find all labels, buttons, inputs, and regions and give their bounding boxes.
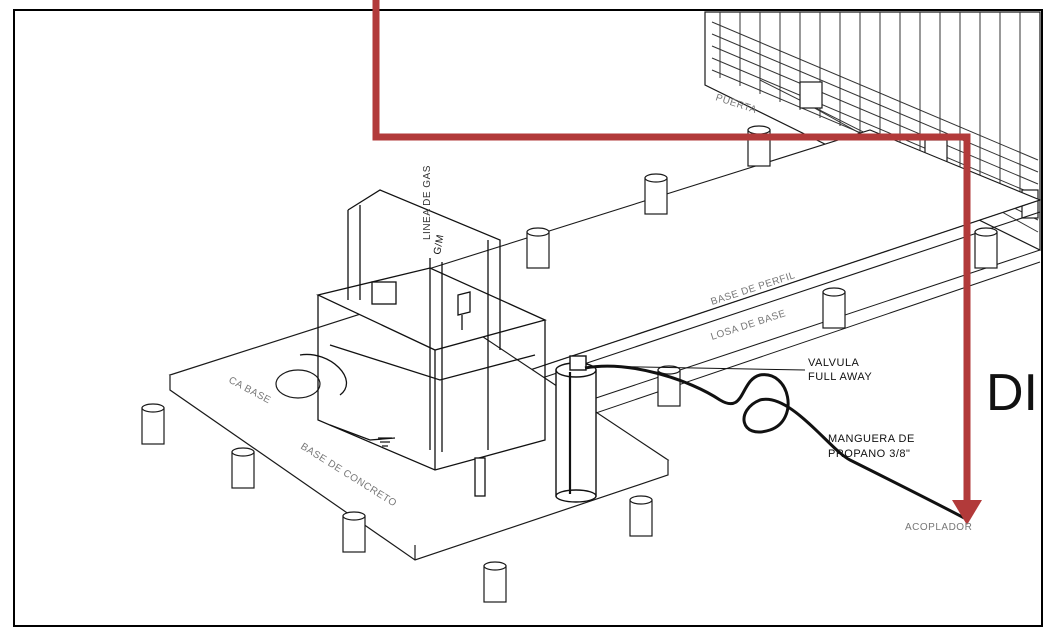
arrow-down-icon — [952, 500, 982, 525]
valve-cylinder — [555, 355, 597, 503]
base-plate — [168, 294, 670, 561]
post — [822, 287, 846, 329]
post — [657, 365, 681, 407]
drawing-frame — [13, 9, 1043, 627]
pipe-vertical-label: LINEA DE GAS — [422, 165, 433, 240]
tank-enclosure — [299, 189, 547, 497]
valve-label-line1: VALVULA — [808, 357, 860, 369]
post — [747, 125, 771, 167]
outlet-label: ACOPLADOR — [905, 522, 972, 533]
post — [231, 447, 255, 489]
post — [342, 511, 366, 553]
hose-label-line1: MANGUERA DE — [828, 433, 915, 445]
gas-pipe — [372, 0, 982, 525]
valve-leader-line — [589, 365, 806, 371]
big-title-fragment: DI — [986, 364, 1038, 422]
plate-posts — [141, 403, 653, 603]
hose-label-line2: PROPANO 3/8" — [828, 448, 910, 460]
post — [526, 227, 550, 269]
post — [629, 495, 653, 537]
post — [644, 173, 668, 215]
post — [141, 403, 165, 445]
ground-symbol-icon — [378, 437, 392, 447]
valve-label-line2: FULL AWAY — [808, 371, 872, 383]
valve-small-label: G/M — [432, 234, 446, 256]
post — [483, 561, 507, 603]
post — [974, 227, 998, 269]
propane-hose — [584, 364, 969, 522]
slab-posts — [526, 125, 998, 407]
